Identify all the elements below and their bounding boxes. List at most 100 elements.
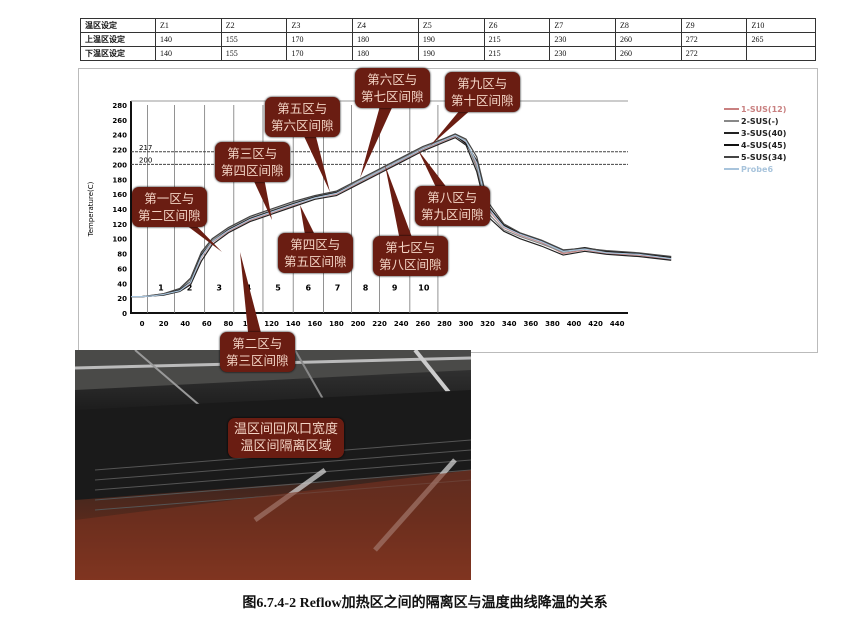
zone-label: 9	[392, 284, 398, 293]
legend-label: 1-SUS(12)	[741, 105, 786, 114]
x-tick-label: 60	[202, 320, 212, 328]
y-tick-label: 120	[112, 221, 127, 229]
x-tick-label: 140	[286, 320, 301, 328]
x-tick-label: 280	[437, 320, 452, 328]
table-cell: 190	[417, 46, 485, 61]
x-tick-label: 200	[351, 320, 366, 328]
x-tick-label: 320	[480, 320, 495, 328]
x-tick-label: 80	[224, 320, 234, 328]
table-cell: Z9	[680, 18, 748, 33]
y-tick-label: 80	[117, 251, 127, 259]
legend-label: Probe6	[741, 165, 773, 174]
table-cell: Z4	[352, 18, 419, 33]
y-tick-label: 200	[112, 161, 127, 169]
x-tick-label: 100	[243, 320, 258, 328]
zone-label: 3	[216, 284, 222, 293]
y-tick-label: 160	[112, 191, 127, 199]
x-tick-label: 300	[459, 320, 474, 328]
y-tick-label: 280	[112, 102, 127, 110]
legend-label: 3-SUS(40)	[741, 129, 786, 138]
zone-label: 10	[418, 284, 430, 293]
photo-label: 温区间回风口宽度 温区间隔离区域	[228, 418, 345, 458]
table-cell: 190	[417, 32, 485, 47]
y-tick-label: 20	[117, 295, 127, 303]
y-tick-label: 140	[112, 206, 127, 214]
table-cell	[746, 46, 816, 61]
table-cell: Z2	[220, 18, 288, 33]
table-cell: Z7	[549, 18, 617, 33]
x-tick-label: 420	[588, 320, 603, 328]
table-cell: Z10	[746, 18, 816, 33]
table-cell: 260	[615, 32, 682, 47]
zone-label: 1	[158, 284, 164, 293]
table-cell: 180	[352, 32, 419, 47]
zone-label: 4	[246, 284, 252, 293]
table-cell: Z3	[286, 18, 354, 33]
table-cell: 上温区设定	[80, 32, 156, 47]
table-cell: 140	[155, 32, 222, 47]
table-cell: 140	[155, 46, 222, 61]
y-tick-label: 60	[117, 265, 127, 273]
oven-interior-illustration	[75, 350, 471, 580]
series-line	[131, 133, 672, 298]
zone-label: 2	[187, 284, 193, 293]
y-axis-label: Temperature(C)	[87, 181, 95, 237]
table-cell: 170	[286, 46, 354, 61]
table-cell: 272	[680, 32, 748, 47]
y-tick-label: 0	[122, 310, 127, 318]
figure-caption: 图6.7.4-2 Reflow加热区之间的隔离区与温度曲线降温的关系	[242, 596, 608, 611]
x-tick-label: 20	[159, 320, 169, 328]
table-cell: 230	[549, 46, 617, 61]
x-tick-label: 360	[523, 320, 538, 328]
x-tick-label: 400	[567, 320, 582, 328]
zone-label: 8	[363, 284, 369, 293]
x-tick-label: 120	[264, 320, 279, 328]
y-tick-label: 180	[112, 176, 127, 184]
table-cell: 155	[220, 32, 288, 47]
series-line	[131, 134, 672, 298]
table-cell: 155	[220, 46, 288, 61]
y-tick-label: 40	[117, 280, 127, 288]
table-cell: Z6	[483, 18, 551, 33]
x-tick-label: 180	[329, 320, 344, 328]
series-line	[131, 134, 672, 298]
table-cell: 215	[483, 32, 551, 47]
zone-label: 6	[306, 284, 312, 293]
table-cell: 215	[483, 46, 551, 61]
x-tick-label: 160	[307, 320, 322, 328]
x-tick-label: 220	[372, 320, 387, 328]
x-tick-label: 440	[610, 320, 625, 328]
legend-label: 4-SUS(45)	[741, 141, 786, 150]
series-line	[131, 136, 672, 298]
x-tick-label: 340	[502, 320, 517, 328]
y-tick-label: 260	[112, 117, 127, 125]
table-cell: 272	[680, 46, 748, 61]
table-cell: 260	[615, 46, 682, 61]
reference-label: 217	[139, 144, 152, 152]
table-cell: 下温区设定	[80, 46, 156, 61]
zone-label: 5	[275, 284, 281, 293]
table-cell: 180	[352, 46, 419, 61]
table-cell: Z8	[615, 18, 682, 33]
oven-photo: 温区间回风口宽度 温区间隔离区域	[75, 350, 471, 580]
y-tick-label: 240	[112, 132, 127, 140]
table-cell: Z1	[155, 18, 222, 33]
table-cell: 265	[746, 32, 816, 47]
legend-label: 2-SUS(-)	[741, 117, 779, 126]
y-tick-label: 220	[112, 147, 127, 155]
x-tick-label: 240	[394, 320, 409, 328]
zone-label: 7	[335, 284, 341, 293]
table-cell: 170	[286, 32, 354, 47]
reference-label: 200	[139, 156, 152, 164]
y-tick-label: 100	[112, 236, 127, 244]
x-tick-label: 0	[140, 320, 145, 328]
x-tick-label: 260	[415, 320, 430, 328]
chart-svg: 0204060801001201401601802002202402602800…	[87, 100, 786, 328]
table-cell: Z5	[417, 18, 485, 33]
x-tick-label: 40	[180, 320, 190, 328]
